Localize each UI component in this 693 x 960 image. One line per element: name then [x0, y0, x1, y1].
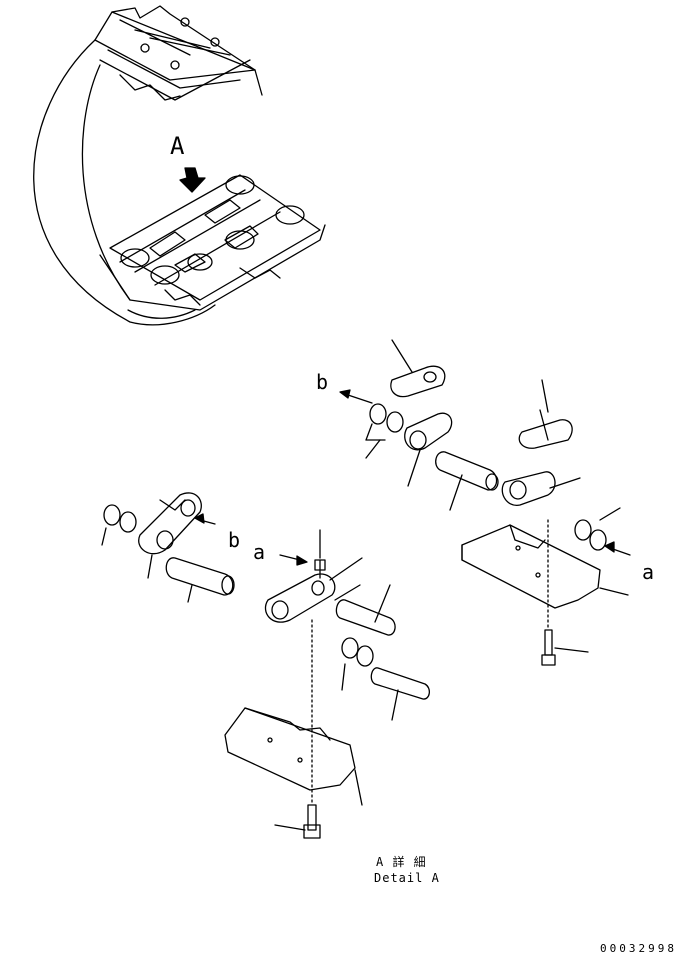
- ref-a-left-label: a: [253, 540, 266, 564]
- ref-a-right-label: a: [642, 560, 655, 584]
- view-a-label: A: [170, 132, 185, 160]
- drawing-number: 00032998: [600, 942, 677, 955]
- reference-arrows: [194, 389, 631, 566]
- track-shoe-assembly: [33, 5, 326, 326]
- caption-detail: Detail A: [374, 871, 440, 885]
- caption-japanese: A 詳 細: [376, 855, 427, 869]
- ref-b-right-label: b: [316, 370, 329, 394]
- ref-b-left-label: b: [228, 528, 241, 552]
- right-exploded-parts: [365, 339, 629, 666]
- left-exploded-parts: [101, 492, 430, 839]
